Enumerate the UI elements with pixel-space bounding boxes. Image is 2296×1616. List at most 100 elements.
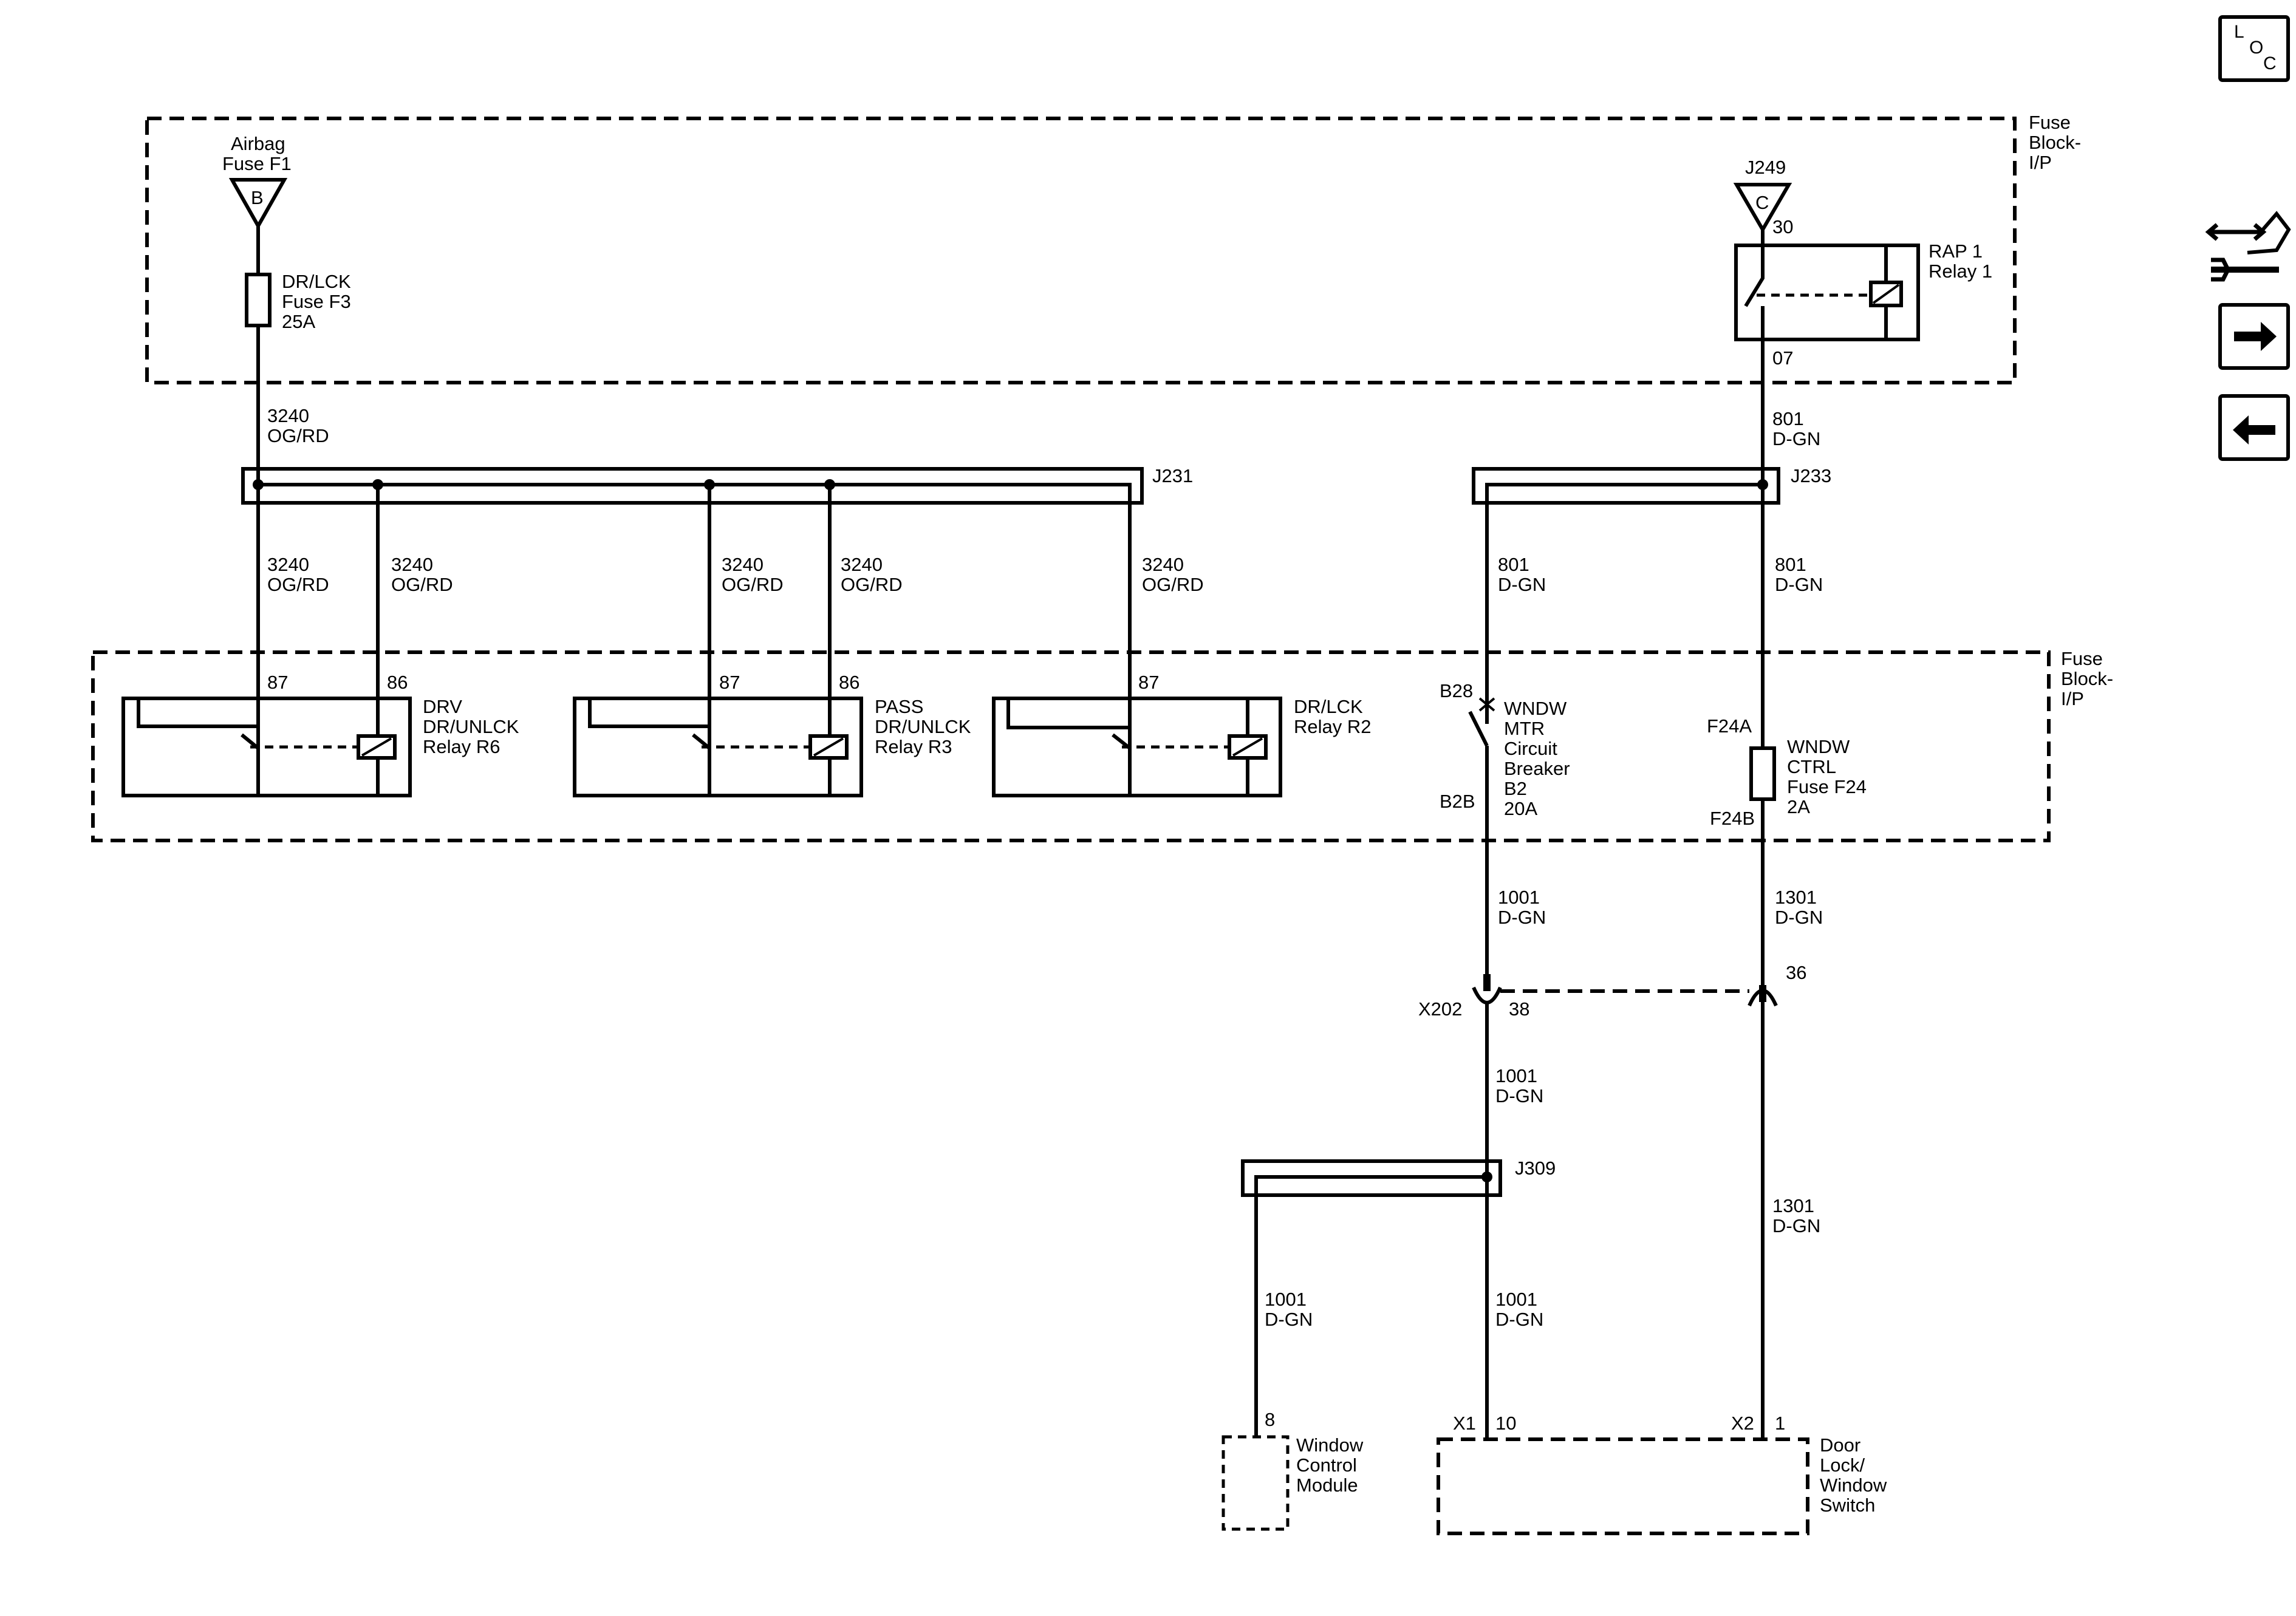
wire-1301-a-num: 1301 — [1775, 887, 1817, 908]
relay-r2-line1: DR/LCK — [1294, 696, 1363, 717]
dlws-line4: Switch — [1820, 1495, 1875, 1516]
fuse-block-top-line2: Block- — [2029, 132, 2081, 153]
door-lock-window-switch — [1437, 1437, 1809, 1535]
relay-r6-line2: DR/UNLCK — [423, 716, 519, 737]
connector-pin-38: 38 — [1509, 998, 1529, 1020]
wire-3240-top-color: OG/RD — [267, 425, 329, 446]
fuse24-pin-b: F24B — [1710, 808, 1755, 829]
wire-1001-b-color: D-GN — [1495, 1085, 1543, 1106]
component-view-icon[interactable] — [2205, 211, 2291, 282]
j309-label: J309 — [1515, 1157, 1556, 1179]
circuit-breaker-b2 — [1468, 697, 1495, 974]
relay-r6-pin86: 86 — [387, 672, 408, 693]
connector-x202 — [1472, 974, 1778, 1439]
dlws-line1: Door — [1820, 1434, 1860, 1456]
dlws-connector-x2: X2 — [1731, 1413, 1754, 1434]
wire-drop-3-num: 3240 — [722, 554, 764, 575]
fuse24-line1: WNDW — [1787, 736, 1850, 757]
breaker-pin-b2b: B2B — [1440, 791, 1475, 812]
next-page-button[interactable] — [2218, 303, 2290, 370]
drlck-fuse-line2: Fuse F3 — [282, 291, 351, 312]
airbag-feed-triangle: B — [228, 178, 288, 230]
airbag-fuse-line2: Fuse F1 — [222, 153, 292, 174]
wire-drop-5-color: OG/RD — [1142, 574, 1204, 595]
rap-relay-line1: RAP 1 — [1929, 240, 1983, 262]
fuse-block-mid-enclosure — [91, 650, 2051, 842]
rap-pin-30: 30 — [1772, 216, 1793, 237]
wire-drop-4-num: 3240 — [841, 554, 883, 575]
wire-1001-d-num: 1001 — [1495, 1289, 1537, 1310]
wire-drop-2-color: OG/RD — [391, 574, 453, 595]
fuse24-pin-a: F24A — [1707, 715, 1752, 737]
breaker-pin-b28: B28 — [1440, 680, 1473, 701]
wire-1001-c-num: 1001 — [1265, 1289, 1307, 1310]
arrow-left-icon — [2233, 415, 2275, 445]
j249-feed-letter: C — [1755, 192, 1769, 213]
relay-r3-line1: PASS — [875, 696, 923, 717]
wire-1301-a-color: D-GN — [1775, 907, 1823, 928]
wire-drop-5-num: 3240 — [1142, 554, 1184, 575]
drlck-fuse-line1: DR/LCK — [282, 271, 351, 292]
wire-drop-1-color: OG/RD — [267, 574, 329, 595]
j249-feed-triangle: C — [1733, 183, 1792, 233]
wndw-ctrl-fuse-f24 — [1749, 746, 1776, 801]
relay-r2-pin87: 87 — [1138, 672, 1159, 693]
arrow-right-icon — [2234, 322, 2277, 351]
relay-r6-line3: Relay R6 — [423, 736, 501, 757]
wire-3240-top-num: 3240 — [267, 405, 309, 426]
wire-1001-b-num: 1001 — [1495, 1065, 1537, 1086]
airbag-feed-letter: B — [251, 187, 264, 208]
window-control-module — [1221, 1435, 1290, 1531]
relay-r2-line2: Relay R2 — [1294, 716, 1372, 737]
wcm-pin-8: 8 — [1265, 1409, 1275, 1430]
fuse-block-mid-line1: Fuse — [2061, 648, 2103, 669]
wire-801-top-num: 801 — [1772, 408, 1804, 429]
j249-label: J249 — [1745, 157, 1786, 178]
wcm-line2: Control — [1296, 1454, 1357, 1476]
relay-r3-line2: DR/UNLCK — [875, 716, 971, 737]
dlws-pin-10: 10 — [1495, 1413, 1516, 1434]
wire-1001-d-color: D-GN — [1495, 1309, 1543, 1330]
breaker-line1: WNDW — [1504, 698, 1567, 719]
wire-1001-a-color: D-GN — [1498, 907, 1546, 928]
wire-drop-2-num: 3240 — [391, 554, 433, 575]
drlck-fuse-f3 — [245, 273, 272, 327]
fuse-block-mid-line3: I/P — [2061, 688, 2084, 709]
rap-relay — [1734, 244, 1920, 341]
rap-pin-07: 07 — [1772, 347, 1793, 369]
relay-r3 — [573, 697, 863, 797]
splice-j309 — [1241, 1159, 1502, 1436]
wire-1301-b-num: 1301 — [1772, 1195, 1814, 1216]
wire-1301-b-color: D-GN — [1772, 1215, 1820, 1236]
breaker-line4: Breaker — [1504, 758, 1570, 779]
relay-r6-pin87: 87 — [267, 672, 288, 693]
wire-801-left-num: 801 — [1498, 554, 1529, 575]
fuse24-line2: CTRL — [1787, 756, 1836, 777]
wcm-line3: Module — [1296, 1475, 1358, 1496]
connector-x202-label: X202 — [1418, 998, 1462, 1020]
wire-drop-4-color: OG/RD — [841, 574, 903, 595]
fuse-block-mid-line2: Block- — [2061, 668, 2113, 689]
dlws-pin-1: 1 — [1775, 1413, 1785, 1434]
previous-page-button[interactable] — [2218, 394, 2290, 461]
dlws-line3: Window — [1820, 1475, 1887, 1496]
location-button[interactable]: L O C — [2218, 15, 2290, 82]
connector-pin-36: 36 — [1786, 962, 1806, 983]
wire-801-right-color: D-GN — [1775, 574, 1823, 595]
rap-relay-line2: Relay 1 — [1929, 261, 1992, 282]
relay-r3-pin87: 87 — [719, 672, 740, 693]
wire-drop-1-num: 3240 — [267, 554, 309, 575]
wcm-line1: Window — [1296, 1434, 1364, 1456]
loc-letter-c: C — [2263, 53, 2277, 73]
j231-label: J231 — [1152, 465, 1193, 486]
fuse-block-top-line1: Fuse — [2029, 112, 2071, 133]
fuse24-line4: 2A — [1787, 796, 1810, 817]
relay-r3-pin86: 86 — [839, 672, 859, 693]
fuse24-line3: Fuse F24 — [1787, 776, 1867, 797]
dlws-connector-x1: X1 — [1453, 1413, 1476, 1434]
breaker-line3: Circuit — [1504, 738, 1557, 759]
breaker-line2: MTR — [1504, 718, 1545, 739]
fuse-block-top-line3: I/P — [2029, 152, 2052, 173]
airbag-fuse-line1: Airbag — [231, 133, 285, 154]
